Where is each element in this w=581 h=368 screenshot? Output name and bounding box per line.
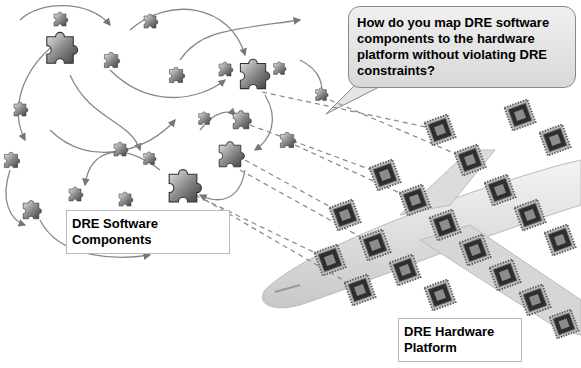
processor-chips [314,99,578,338]
component-links [6,6,322,258]
label-box: DRE Software Components [66,210,230,254]
node-text: DRE Software Components [72,216,224,248]
speech-bubble: How do you map DRE software components t… [348,6,576,88]
node-text: How do you map DRE software components t… [357,15,567,79]
puzzle-pieces [4,12,328,219]
label-box: DRE Hardware Platform [398,318,522,362]
airplane [262,150,581,335]
mapping-lines [195,92,470,290]
node-text: DRE Hardware Platform [404,324,516,356]
